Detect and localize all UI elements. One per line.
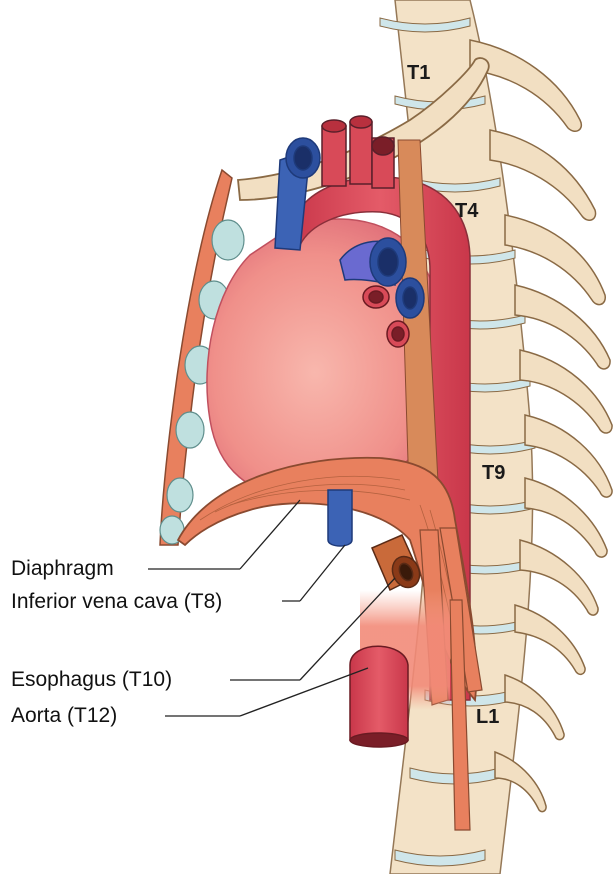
great-vessels	[322, 116, 394, 188]
vertebra-label-t4: T4	[455, 201, 478, 221]
label-inferior-vena-cava: Inferior vena cava (T8)	[11, 591, 222, 612]
vertebra-label-t9: T9	[482, 463, 505, 483]
label-diaphragm: Diaphragm	[11, 558, 114, 579]
vertebra-label-l1: L1	[476, 707, 499, 727]
vertebra-label-t1: T1	[407, 63, 430, 83]
abdominal-aorta	[350, 646, 408, 747]
label-aorta: Aorta (T12)	[11, 705, 117, 726]
label-esophagus: Esophagus (T10)	[11, 669, 172, 690]
inferior-vena-cava	[328, 490, 352, 546]
